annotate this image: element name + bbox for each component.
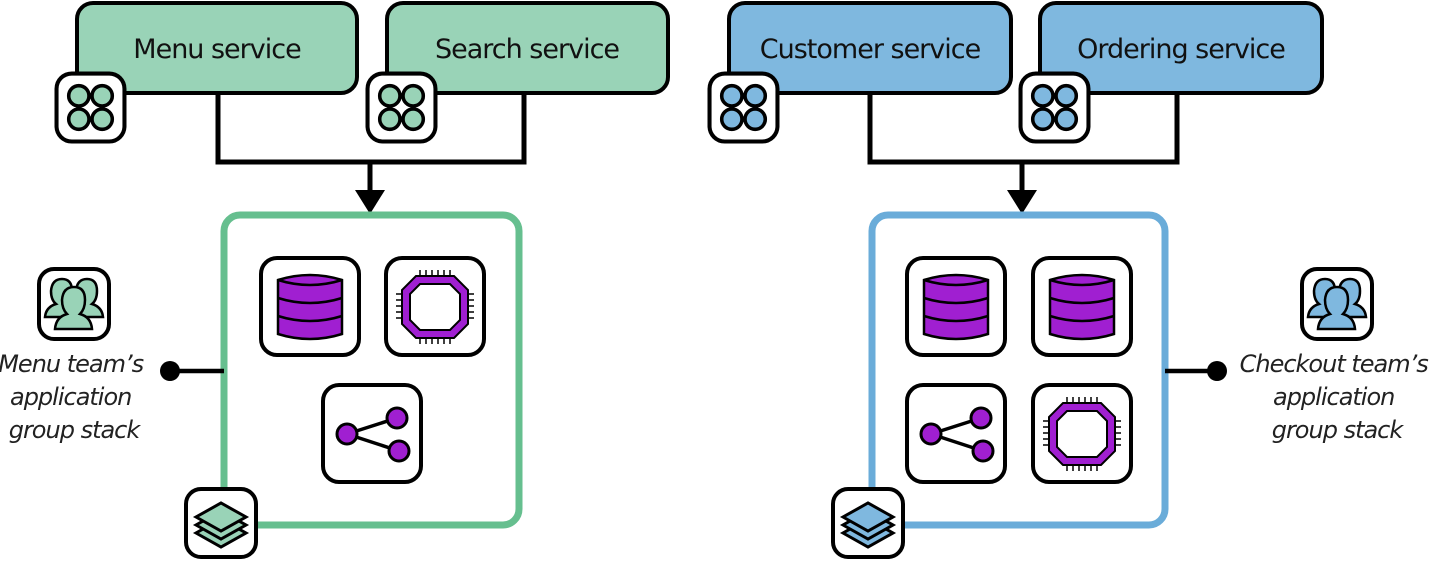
menu-team-label: Menu team’s application group stack	[0, 350, 150, 444]
database-icon	[905, 256, 1007, 357]
chip-icon	[384, 256, 486, 357]
search-service-label: Search service	[435, 34, 619, 65]
app-grid-icon	[1021, 74, 1089, 142]
share-network-icon	[321, 383, 423, 484]
checkout-team-group: Customer service Ordering service Checko…	[710, 1, 1433, 559]
layers-icon	[184, 487, 258, 559]
menu-service-label: Menu service	[133, 34, 301, 65]
menu-team-group: Menu service Search service Menu team’s …	[0, 1, 670, 559]
stack-link-dot	[1207, 361, 1227, 381]
ordering-service-label: Ordering service	[1077, 34, 1285, 65]
team-label-line: application	[10, 383, 131, 411]
search-service-box[interactable]	[385, 1, 670, 95]
team-label-line: Menu team’s	[0, 350, 144, 378]
layers-icon	[831, 487, 905, 559]
database-icon	[259, 256, 361, 357]
arrow-head	[1007, 190, 1037, 214]
team-label-line: group stack	[1272, 416, 1405, 444]
team-label-line: group stack	[9, 416, 142, 444]
checkout-team-label: Checkout team’s application group stack	[1240, 350, 1433, 444]
chip-icon	[1031, 383, 1133, 484]
stack-link-dot	[160, 361, 180, 381]
arrow-head	[355, 190, 385, 214]
team-label-line: Checkout team’s	[1240, 350, 1429, 378]
team-label-line: application	[1273, 383, 1394, 411]
team-icon	[1300, 267, 1374, 341]
app-grid-icon	[368, 74, 436, 142]
app-grid-icon	[710, 74, 778, 142]
database-icon	[1031, 256, 1133, 357]
app-grid-icon	[57, 74, 125, 142]
ordering-service-box[interactable]	[1038, 1, 1324, 95]
team-icon	[37, 267, 111, 341]
share-network-icon	[905, 383, 1007, 484]
customer-service-label: Customer service	[760, 34, 981, 65]
